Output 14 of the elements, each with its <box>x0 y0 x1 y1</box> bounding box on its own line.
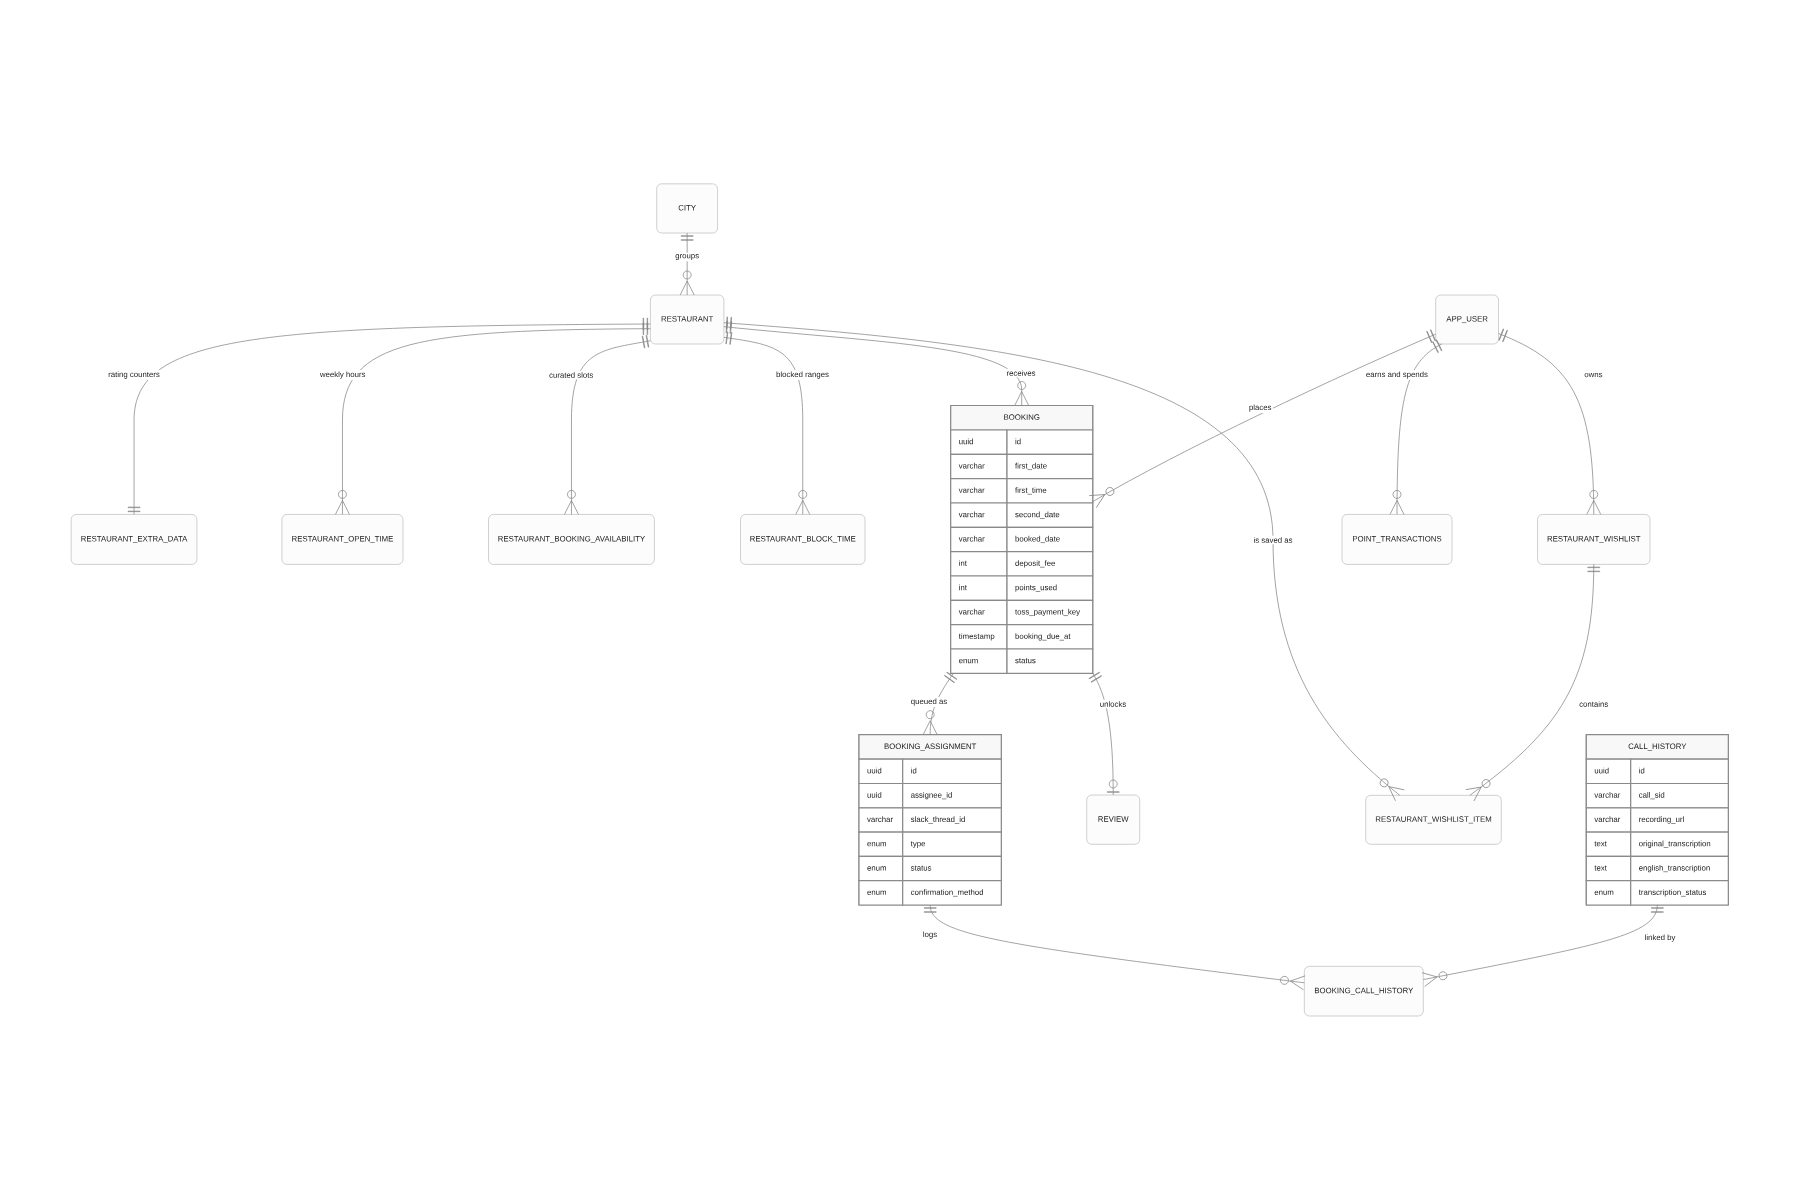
relationship-line <box>127 317 651 515</box>
relationship-line <box>1421 904 1664 987</box>
relationship-line <box>335 322 651 515</box>
relationship-line <box>679 232 695 296</box>
relationship-line <box>1088 671 1120 796</box>
relationship-line <box>723 316 1405 802</box>
relationship-line <box>1465 564 1601 802</box>
relationship-line <box>1088 329 1437 509</box>
relationship-line <box>723 331 811 515</box>
relationship-line <box>1498 328 1602 515</box>
relationship-line <box>923 904 1306 991</box>
relationship-line <box>922 671 958 736</box>
relationship-line <box>564 334 651 515</box>
relationship-line <box>1389 339 1443 515</box>
